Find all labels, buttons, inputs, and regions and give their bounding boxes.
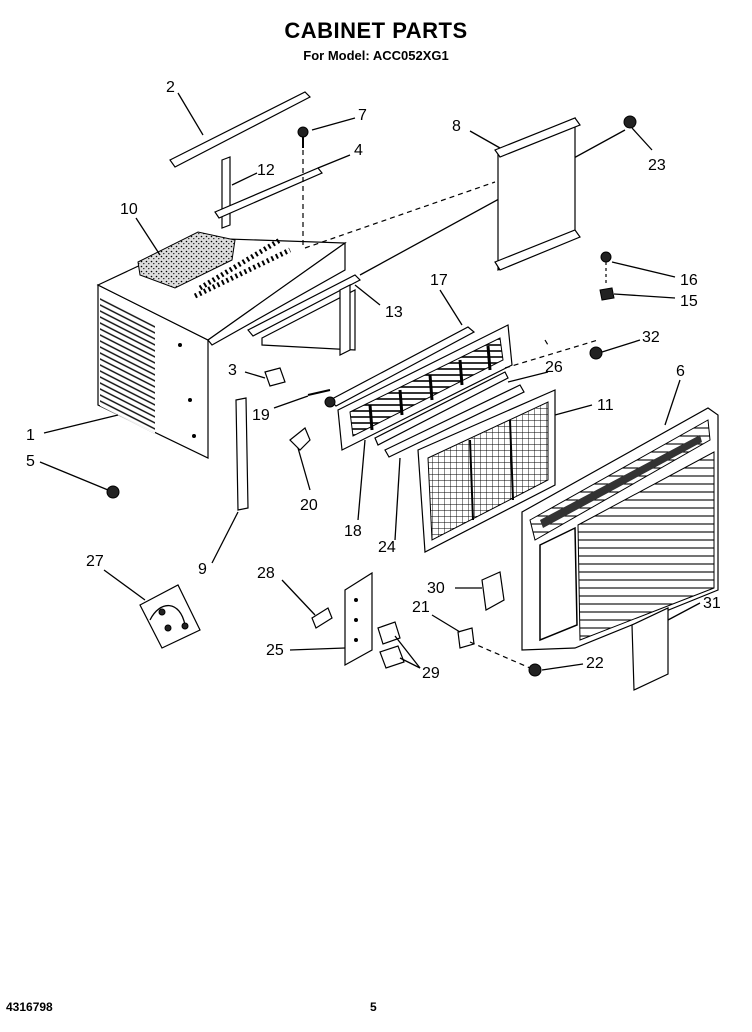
strip-24-part [384,384,525,458]
filter-part [417,389,556,553]
callout-18: 18 [344,523,362,540]
callout-4: 4 [354,142,363,159]
part-21 [457,627,475,649]
callout-28: 28 [257,565,275,582]
screw-16-part [600,251,612,285]
screw-5-part [106,485,120,499]
model-subtitle: For Model: ACC052XG1 [303,48,449,63]
screw-7-part [297,126,309,245]
callout-12: 12 [257,162,275,179]
clip-15-part [599,287,615,301]
gasket-9-part [235,397,249,511]
callout-29: 29 [422,665,440,682]
callout-23: 23 [648,157,666,174]
callout-17: 17 [430,272,448,289]
clip-20-part [289,427,311,451]
callout-numbers: 2 7 4 12 10 8 23 13 17 16 15 32 3 26 6 1… [26,79,721,682]
document-number: 4316798 [6,1000,53,1014]
front-panel-part [521,407,719,651]
bracket-27-part [139,584,201,649]
part-30 [481,571,505,611]
callout-10: 10 [120,201,138,218]
vent-assembly-part [329,324,513,451]
top-pad-part [137,231,236,289]
long-rail-part [214,167,323,219]
callout-6: 6 [676,363,685,380]
grille-31-part [631,607,669,691]
control-plate-25-part [344,571,373,667]
condenser-grille-part [494,117,581,271]
part-19 [307,389,336,408]
callout-21: 21 [412,599,430,616]
callout-5: 5 [26,453,35,470]
page-number: 5 [370,1000,377,1014]
callout-2: 2 [166,79,175,96]
screw-32-part [589,346,603,360]
callout-16: 16 [680,272,698,289]
leader-lines [39,92,701,671]
bracket-3-part [264,367,286,387]
strip-26-part [374,371,509,446]
slide-rails-part [247,274,362,356]
callout-1: 1 [26,427,35,444]
callout-7: 7 [358,107,367,124]
part-28 [311,607,333,629]
screw-22-part [528,663,542,677]
callout-11: 11 [597,397,614,414]
knobs-29-part [377,621,405,669]
callout-31: 31 [703,595,721,612]
callout-20: 20 [300,497,318,514]
callout-30: 30 [427,580,445,597]
callout-26: 26 [545,359,563,376]
callout-22: 22 [586,655,604,672]
callout-9: 9 [198,561,207,578]
page-title: CABINET PARTS [284,18,468,43]
callout-24: 24 [378,539,396,556]
top-rail-part [169,91,312,168]
callout-15: 15 [680,293,698,310]
vertical-bracket-part [221,156,231,229]
callout-3: 3 [228,362,237,379]
callout-27: 27 [86,553,104,570]
callout-8: 8 [452,118,461,135]
callout-13: 13 [385,304,403,321]
callout-19: 19 [252,407,270,424]
callout-32: 32 [642,329,660,346]
callout-25: 25 [266,642,284,659]
cabinet-shell-part [96,237,347,459]
screw-23-part [623,115,637,129]
